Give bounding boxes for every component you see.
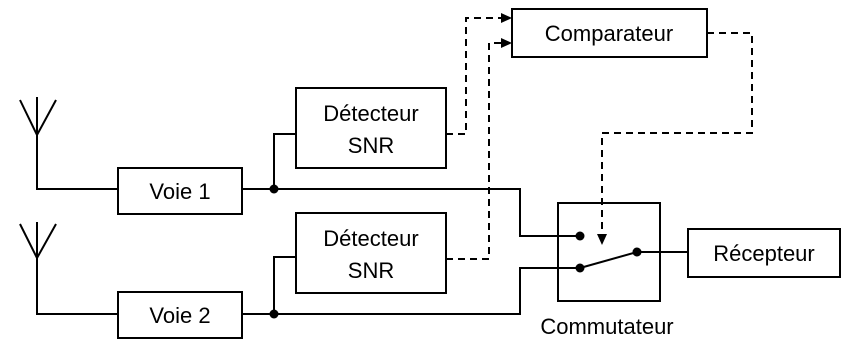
detecteur-1-line2: SNR: [348, 133, 394, 158]
switch-pivot: [632, 247, 642, 257]
arrow-head: [597, 234, 607, 245]
block-voie-2-label: Voie 2: [149, 303, 210, 328]
arrow-head: [501, 38, 512, 48]
control-lines: [446, 17, 753, 260]
switch-contact-2: [575, 263, 585, 273]
antenna-2-icon: [19, 222, 118, 315]
block-voie-1: Voie 1: [117, 167, 243, 215]
junction-dot: [269, 309, 279, 319]
junction-dot: [269, 184, 279, 194]
block-comparateur: Comparateur: [511, 8, 708, 58]
commutateur-label: Commutateur: [540, 314, 673, 339]
recepteur-label: Récepteur: [713, 241, 815, 266]
antenna-1-icon: [19, 97, 118, 190]
detecteur-1-line1: Détecteur: [323, 101, 418, 126]
detecteur-2-line2: SNR: [348, 258, 394, 283]
block-detecteur-snr-2: Détecteur SNR: [295, 212, 447, 294]
detecteur-2-line1: Détecteur: [323, 226, 418, 251]
block-voie-2: Voie 2: [117, 291, 243, 339]
switch-contact-1: [575, 231, 585, 241]
arrow-head: [501, 13, 512, 23]
comparateur-label: Comparateur: [545, 21, 673, 46]
block-detecteur-snr-1: Détecteur SNR: [295, 87, 447, 169]
block-commutateur: Commutateur: [540, 202, 674, 339]
block-recepteur: Récepteur: [687, 228, 841, 278]
block-voie-1-label: Voie 1: [149, 179, 210, 204]
